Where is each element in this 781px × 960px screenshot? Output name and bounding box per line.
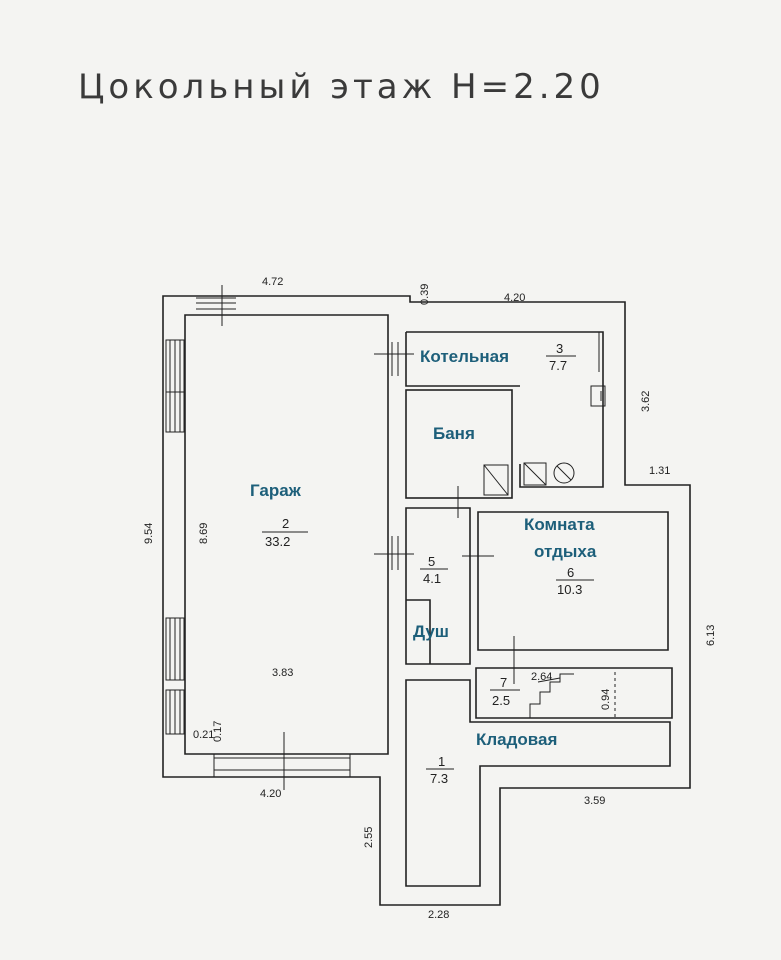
room-label-lounge-2: отдыха: [534, 542, 597, 561]
shower-walls: [405, 507, 471, 665]
dim-left-outer: 9.54: [143, 523, 155, 544]
dim-top-right: 4.20: [504, 292, 525, 304]
storage-walls: [405, 679, 671, 887]
dim-left-inner: 8.69: [198, 523, 210, 544]
lounge-walls: [477, 511, 669, 651]
stair-steps: [529, 673, 574, 718]
room-area-small: 2.5: [492, 693, 510, 708]
room-small: 7 2.5: [490, 675, 520, 708]
boiler-unit: [590, 385, 606, 407]
room-number-shower: 5: [428, 554, 435, 569]
dim-stair-height: 0.94: [600, 689, 612, 710]
dim-corner-b: 0.17: [212, 721, 224, 742]
small-room-walls: [475, 667, 673, 719]
room-area-storage: 7.3: [430, 771, 448, 786]
dim-right-lower: 6.13: [705, 625, 717, 646]
plan-title: Цокольный этаж H=2.20: [78, 67, 605, 107]
room-area-shower: 4.1: [423, 571, 441, 586]
dim-garage-inner: 3.83: [272, 667, 293, 679]
garage-windows: [165, 285, 351, 790]
room-number-boiler: 3: [556, 341, 563, 356]
room-garage: Гараж 2 33.2: [250, 481, 308, 549]
room-label-garage: Гараж: [250, 481, 302, 500]
outer-wall-inner: [184, 314, 389, 755]
dimension-lines: [162, 296, 411, 905]
sauna-equipment: [483, 462, 575, 496]
dim-step: 1.31: [649, 465, 670, 477]
room-label-storage: Кладовая: [476, 730, 557, 749]
dim-top-gap: 0.39: [419, 284, 431, 305]
dim-corner-a: 0.21: [193, 729, 214, 741]
room-number-storage: 1: [438, 754, 445, 769]
room-boiler: Котельная 3 7.7: [420, 341, 576, 373]
room-lounge: Комната отдыха 6 10.3: [524, 515, 597, 597]
room-sauna: Баня: [433, 424, 475, 443]
room-label-shower: Душ: [413, 622, 449, 641]
room-area-boiler: 7.7: [549, 358, 567, 373]
dim-stair-width: 2.64: [531, 671, 552, 683]
room-label-lounge-1: Комната: [524, 515, 595, 534]
dim-bottom-left: 4.20: [260, 788, 281, 800]
room-area-lounge: 10.3: [557, 582, 582, 597]
room-number-small: 7: [500, 675, 507, 690]
sauna-walls: [405, 389, 513, 499]
dim-top-left: 4.72: [262, 276, 283, 288]
dim-bottom-right: 3.59: [584, 795, 605, 807]
room-number-garage: 2: [282, 516, 289, 531]
boiler-room-walls: [405, 331, 604, 488]
room-label-boiler: Котельная: [420, 347, 509, 366]
room-number-lounge: 6: [567, 565, 574, 580]
room-area-garage: 33.2: [265, 534, 290, 549]
room-label-sauna: Баня: [433, 424, 475, 443]
dim-storage-width: 2.28: [428, 909, 449, 921]
room-shower: 5 4.1 Душ: [413, 554, 449, 641]
dim-storage-height: 2.55: [363, 827, 375, 848]
room-storage: Кладовая 1 7.3: [426, 730, 557, 786]
dim-right-upper: 3.62: [640, 391, 652, 412]
